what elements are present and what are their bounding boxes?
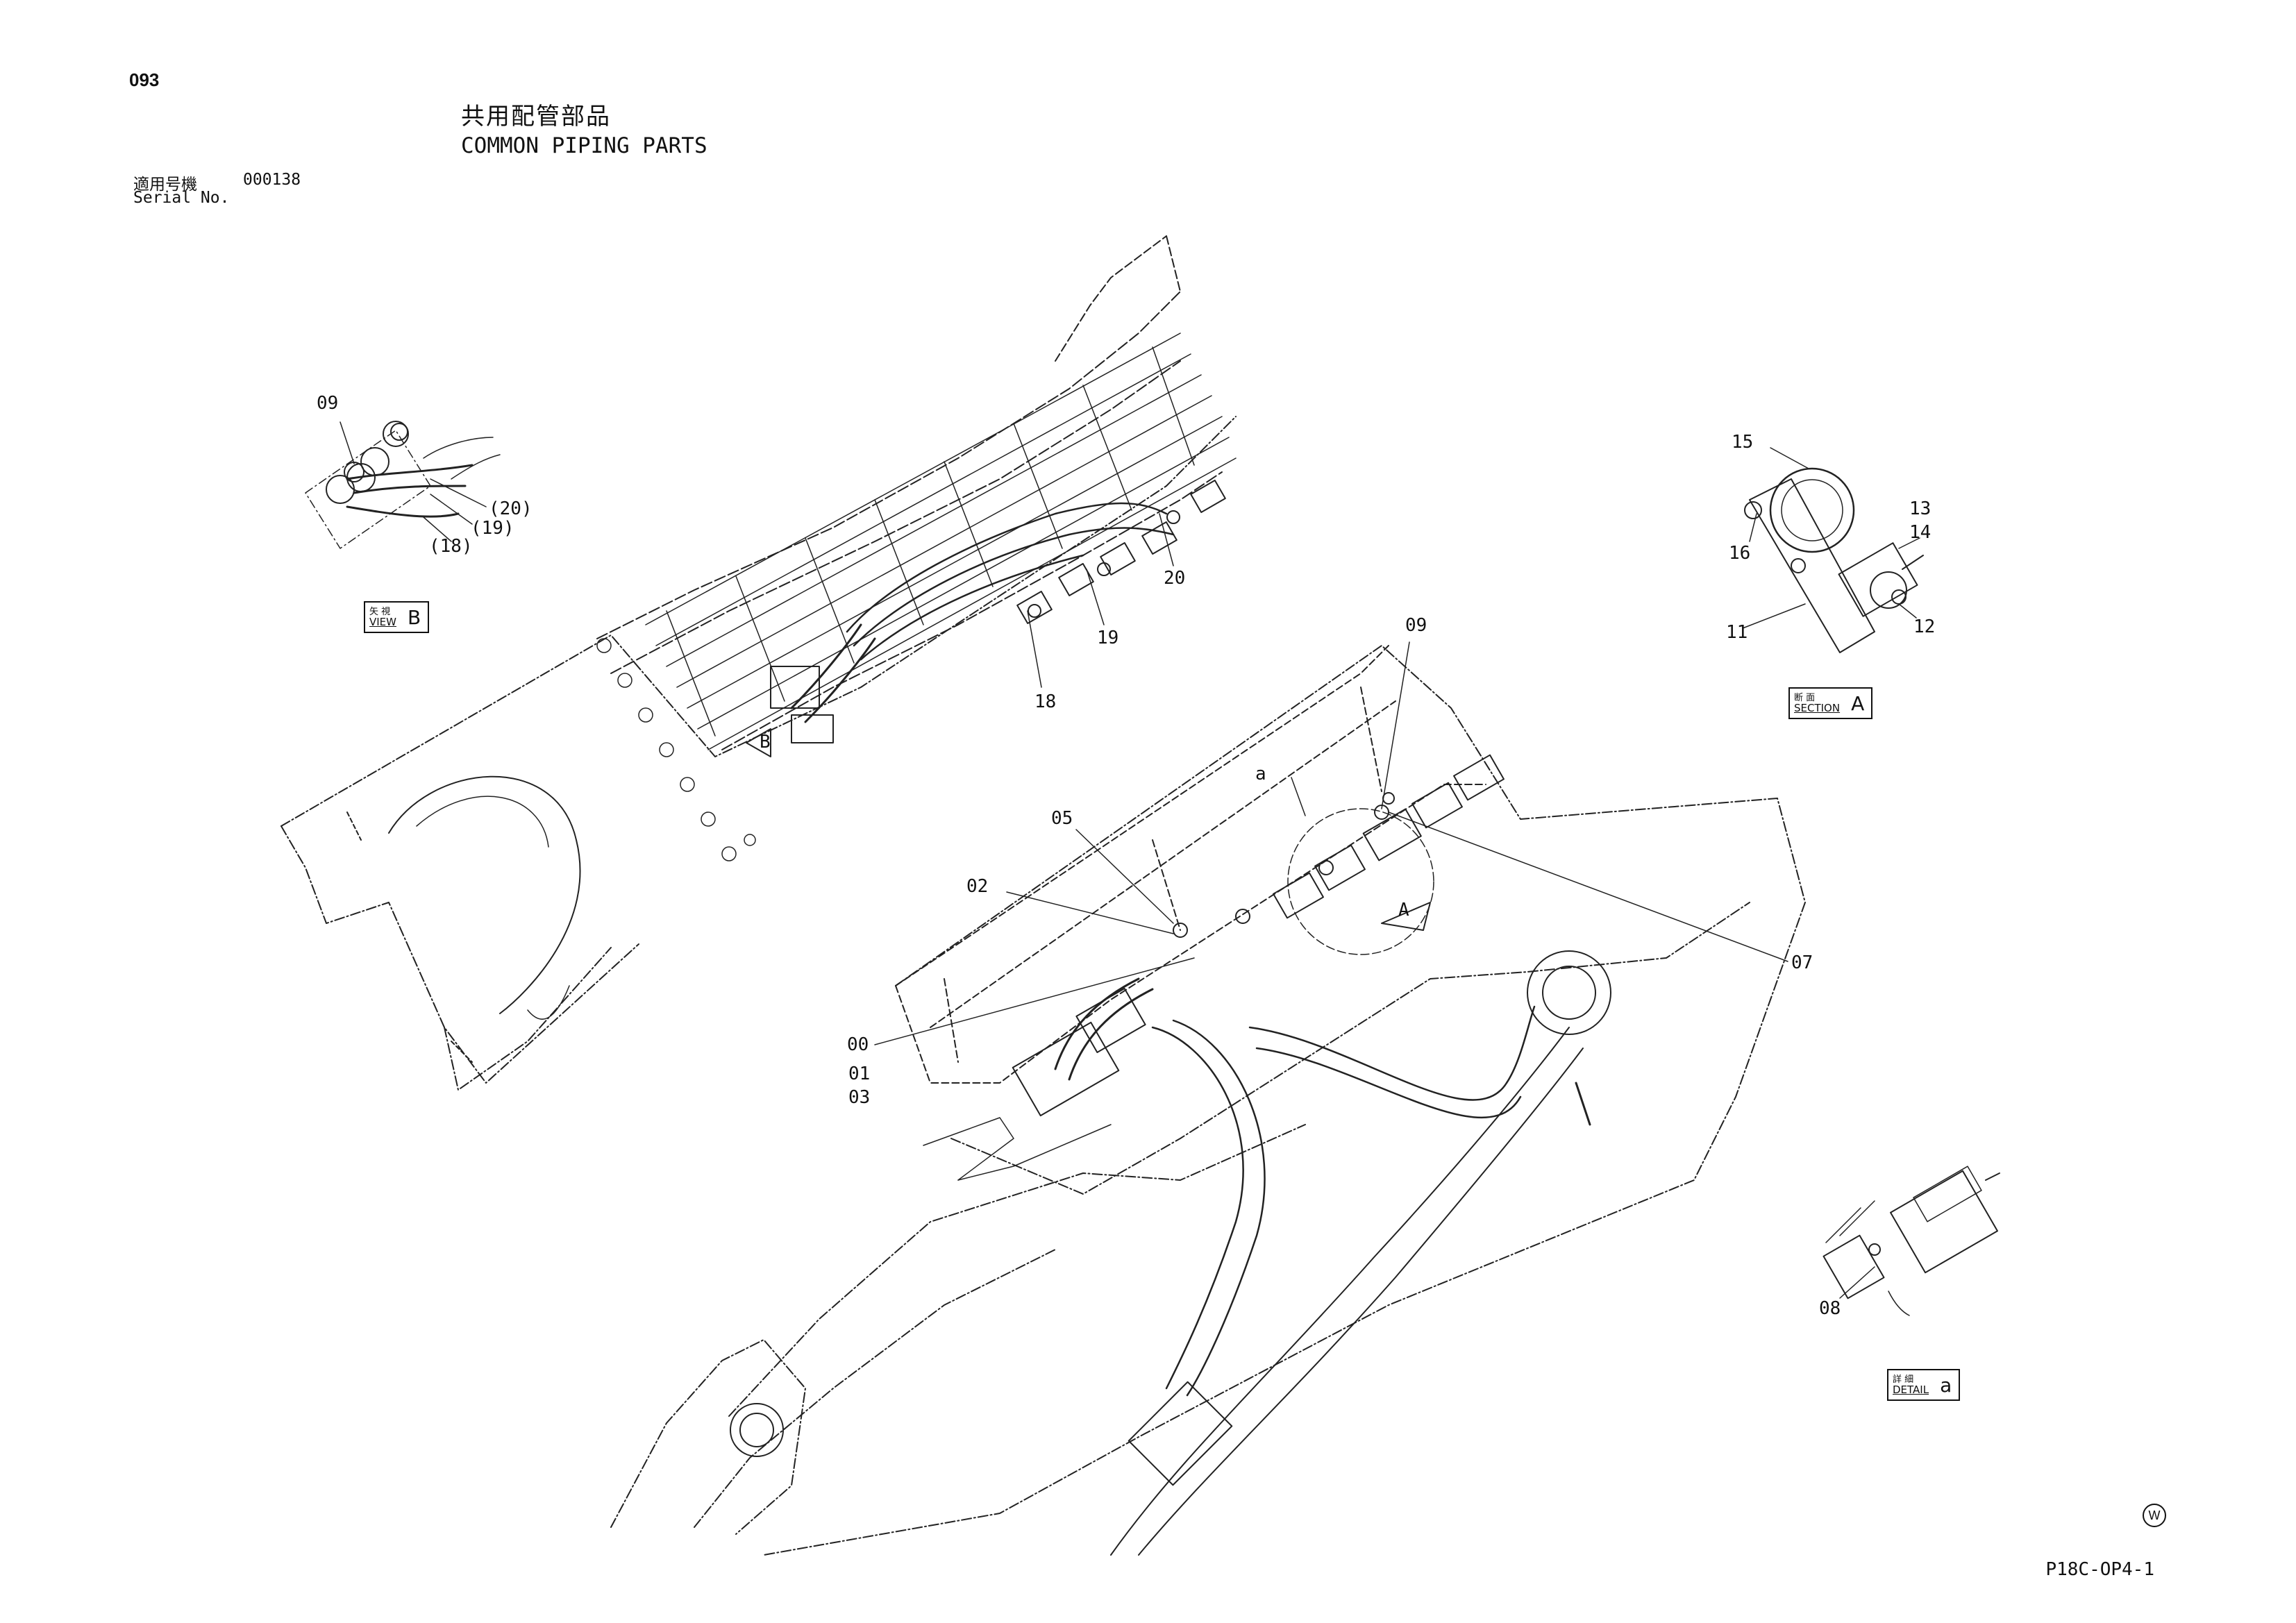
callout-20: 20	[1164, 568, 1186, 589]
section-a-tag-letter: A	[1851, 691, 1865, 715]
callout-18: 18	[1034, 691, 1057, 712]
view-b-tag-caption: 矢 視 VIEW	[365, 605, 401, 629]
callout-19: 19	[1097, 628, 1119, 648]
section-a-tag: 断 面 SECTION A	[1788, 687, 1873, 719]
detail-a-tag: 詳 細 DETAIL a	[1887, 1369, 1961, 1401]
section-a-marker: A	[1398, 900, 1409, 920]
view-b-tag-jp: 矢 視	[369, 607, 391, 617]
drawing-code: P18C-OP4-1	[2045, 1559, 2154, 1580]
serial-value: 000138	[243, 171, 301, 189]
callout-01: 01	[848, 1063, 871, 1084]
view-b-tag-letter: B	[408, 605, 421, 629]
detail-a-inset	[1824, 1166, 2000, 1315]
title-english: COMMON PIPING PARTS	[461, 133, 707, 158]
callout-00: 00	[847, 1034, 869, 1055]
leader-lines	[340, 422, 1920, 1298]
detail-a-tag-caption: 詳 細 DETAIL	[1888, 1373, 1933, 1397]
callout-view-b-09: 09	[317, 393, 339, 414]
detail-a-tag-jp: 詳 細	[1893, 1374, 1914, 1385]
callout-view-b-18: (18)	[429, 536, 473, 557]
view-b-tag-en: VIEW	[369, 616, 396, 628]
callout-view-b-20: (20)	[489, 498, 533, 519]
callout-12: 12	[1913, 616, 1936, 637]
w-mark: W	[2143, 1504, 2166, 1527]
upper-boom-frame	[281, 236, 1236, 1090]
callout-13: 13	[1909, 498, 1932, 519]
callout-14: 14	[1909, 522, 1932, 543]
callout-05: 05	[1051, 808, 1073, 829]
section-a-tag-jp: 断 面	[1794, 693, 1816, 703]
section-a-tag-en: SECTION	[1794, 702, 1841, 714]
lower-boom-frame	[611, 646, 1805, 1555]
callout-03: 03	[848, 1087, 871, 1108]
detail-a-tag-en: DETAIL	[1893, 1384, 1929, 1396]
callout-15: 15	[1732, 432, 1754, 453]
callout-02: 02	[966, 876, 989, 897]
title-japanese: 共用配管部品	[461, 103, 611, 131]
section-a-tag-caption: 断 面 SECTION	[1790, 691, 1844, 715]
view-b-inset	[305, 421, 500, 548]
view-b-marker: B	[760, 732, 771, 752]
callout-view-b-19: (19)	[471, 518, 514, 539]
serial-label-japanese: 適用号機	[133, 176, 197, 194]
callout-09: 09	[1405, 615, 1427, 636]
callout-08: 08	[1819, 1298, 1841, 1319]
page-number: 093	[129, 69, 160, 90]
view-b-tag: 矢 視 VIEW B	[364, 601, 430, 633]
callout-16: 16	[1729, 543, 1751, 564]
callout-11: 11	[1726, 622, 1748, 643]
callout-a: a	[1255, 764, 1266, 784]
detail-a-tag-letter: a	[1940, 1373, 1952, 1397]
callout-07: 07	[1791, 952, 1813, 973]
serial-label-english: Serial No.	[133, 189, 230, 207]
section-a-inset	[1745, 469, 1923, 653]
